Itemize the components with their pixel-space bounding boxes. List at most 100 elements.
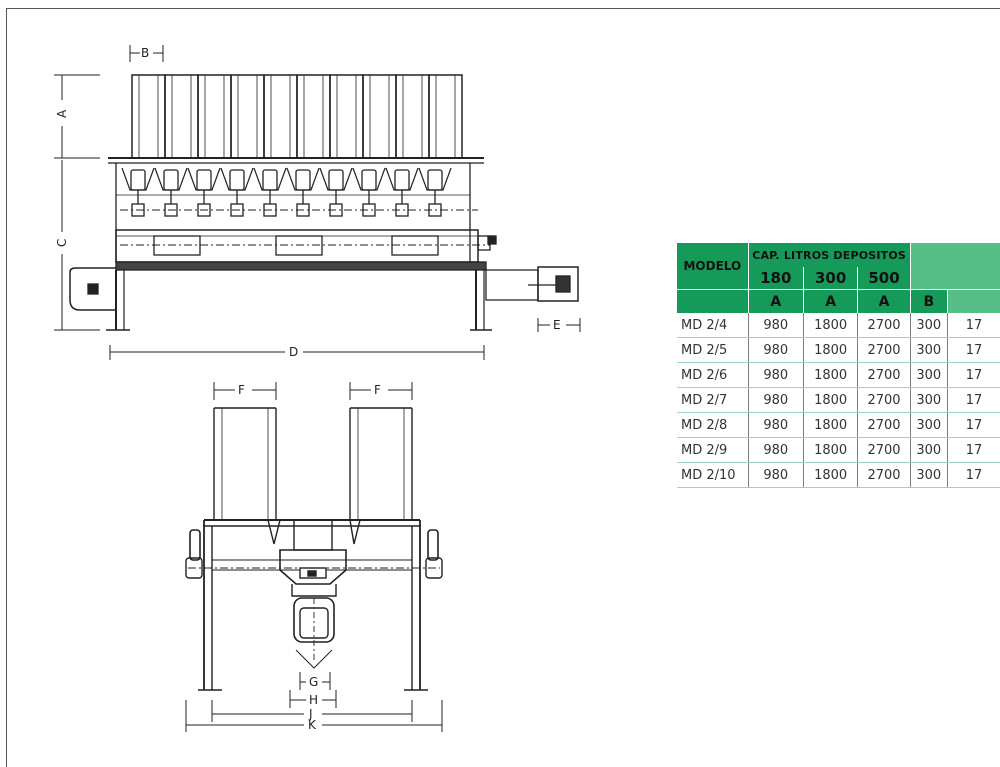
hopper-body [263, 74, 298, 159]
page-border-left [6, 8, 7, 767]
modelo-header: MODELO [677, 243, 749, 290]
dimension-a-180-cell: 980 [748, 337, 804, 363]
hopper-body [362, 74, 397, 159]
dimension-a-180-cell: 980 [748, 412, 804, 438]
dimension-c-cell: 17 [947, 337, 1000, 363]
dim-label-f-left: F [238, 383, 245, 397]
capacity-group-header: CAP. LITROS DEPOSITOS [748, 243, 911, 267]
valve-funnel [220, 167, 254, 191]
dimension-letter-header: B [910, 289, 949, 313]
dimension-b-cell: 300 [910, 412, 949, 438]
dimension-a-300-cell: 1800 [803, 362, 859, 388]
hopper-body [395, 74, 430, 159]
dim-label-b: B [141, 46, 149, 60]
valve-funnel [187, 167, 221, 191]
dimension-b-cell: 300 [910, 437, 949, 463]
page-border-top [6, 8, 1000, 9]
dimension-c-cell: 17 [947, 387, 1000, 413]
dimension-a-180-cell: 980 [748, 462, 804, 488]
hopper-row [131, 74, 463, 159]
dim-label-g: G [309, 675, 318, 689]
hopper-body [296, 74, 331, 159]
model-name-cell: MD 2/8 [677, 412, 749, 438]
dimension-b-cell: 300 [910, 362, 949, 388]
hopper-body [428, 74, 463, 159]
dimension-letter-header: A [857, 289, 911, 313]
dimension-a-300-cell: 1800 [803, 387, 859, 413]
model-dimensions-table: MODELO CAP. LITROS DEPOSITOS 180 300 500… [677, 243, 1000, 488]
valve-funnel [154, 167, 188, 191]
dimension-b-cell: 300 [910, 462, 949, 488]
hopper-body [131, 74, 166, 159]
dimension-a-500-cell: 2700 [857, 313, 911, 338]
front-view-dimensions [54, 45, 581, 360]
valve-body [229, 169, 245, 191]
dimension-c-cell: 17 [947, 462, 1000, 488]
table-header-row-group: MODELO CAP. LITROS DEPOSITOS [677, 243, 1000, 290]
valve-funnel [319, 167, 353, 191]
valve-body [361, 169, 377, 191]
dim-label-d: D [289, 345, 298, 359]
dimension-a-300-cell: 1800 [803, 462, 859, 488]
dimension-a-300-cell: 1800 [803, 412, 859, 438]
dim-label-k: K [308, 718, 317, 732]
dimension-a-180-cell: 980 [748, 362, 804, 388]
model-name-cell: MD 2/7 [677, 387, 749, 413]
dimension-letter-header: A [803, 289, 859, 313]
capacity-header: 500 [857, 267, 911, 290]
valve-funnel [286, 167, 320, 191]
valve-body [163, 169, 179, 191]
dimension-b-cell: 300 [910, 337, 949, 363]
dimension-a-500-cell: 2700 [857, 387, 911, 413]
model-name-cell: MD 2/5 [677, 337, 749, 363]
hopper-body [230, 74, 265, 159]
dim-label-j: J [308, 707, 313, 721]
dimension-c-cell: 17 [947, 412, 1000, 438]
side-view-dimensions [185, 382, 443, 732]
dim-label-e: E [553, 318, 561, 332]
front-view [69, 74, 579, 331]
valve-funnel [385, 167, 419, 191]
modelo-header-continued [677, 289, 749, 313]
valve-funnel [352, 167, 386, 191]
dim-label-f-right: F [374, 383, 381, 397]
valve-body [394, 169, 410, 191]
dimension-c-cell: 17 [947, 362, 1000, 388]
valve-funnel [121, 167, 155, 191]
valve-body [262, 169, 278, 191]
hopper-body [329, 74, 364, 159]
model-name-cell: MD 2/9 [677, 437, 749, 463]
hopper-body [197, 74, 232, 159]
valve-body [295, 169, 311, 191]
hopper-body [164, 74, 199, 159]
dim-label-a: A [55, 109, 69, 118]
model-name-cell: MD 2/10 [677, 462, 749, 488]
valve-body [130, 169, 146, 191]
valve-body [328, 169, 344, 191]
valve-body [196, 169, 212, 191]
dimension-letter-header: A [748, 289, 804, 313]
dimension-a-300-cell: 1800 [803, 313, 859, 338]
capacity-header: 180 [748, 267, 804, 290]
dimension-a-180-cell: 980 [748, 437, 804, 463]
model-name-cell: MD 2/4 [677, 313, 749, 338]
valve-row [121, 167, 452, 217]
dimension-a-300-cell: 1800 [803, 337, 859, 363]
dimension-a-300-cell: 1800 [803, 437, 859, 463]
dimension-a-500-cell: 2700 [857, 362, 911, 388]
valve-body [427, 169, 443, 191]
dimension-a-180-cell: 980 [748, 387, 804, 413]
side-view [185, 407, 443, 691]
dimension-a-500-cell: 2700 [857, 462, 911, 488]
table-header-row-letters: A A A B [677, 289, 1000, 313]
dimension-c-cell: 17 [947, 313, 1000, 338]
valve-funnel [253, 167, 287, 191]
dimension-a-180-cell: 980 [748, 313, 804, 338]
